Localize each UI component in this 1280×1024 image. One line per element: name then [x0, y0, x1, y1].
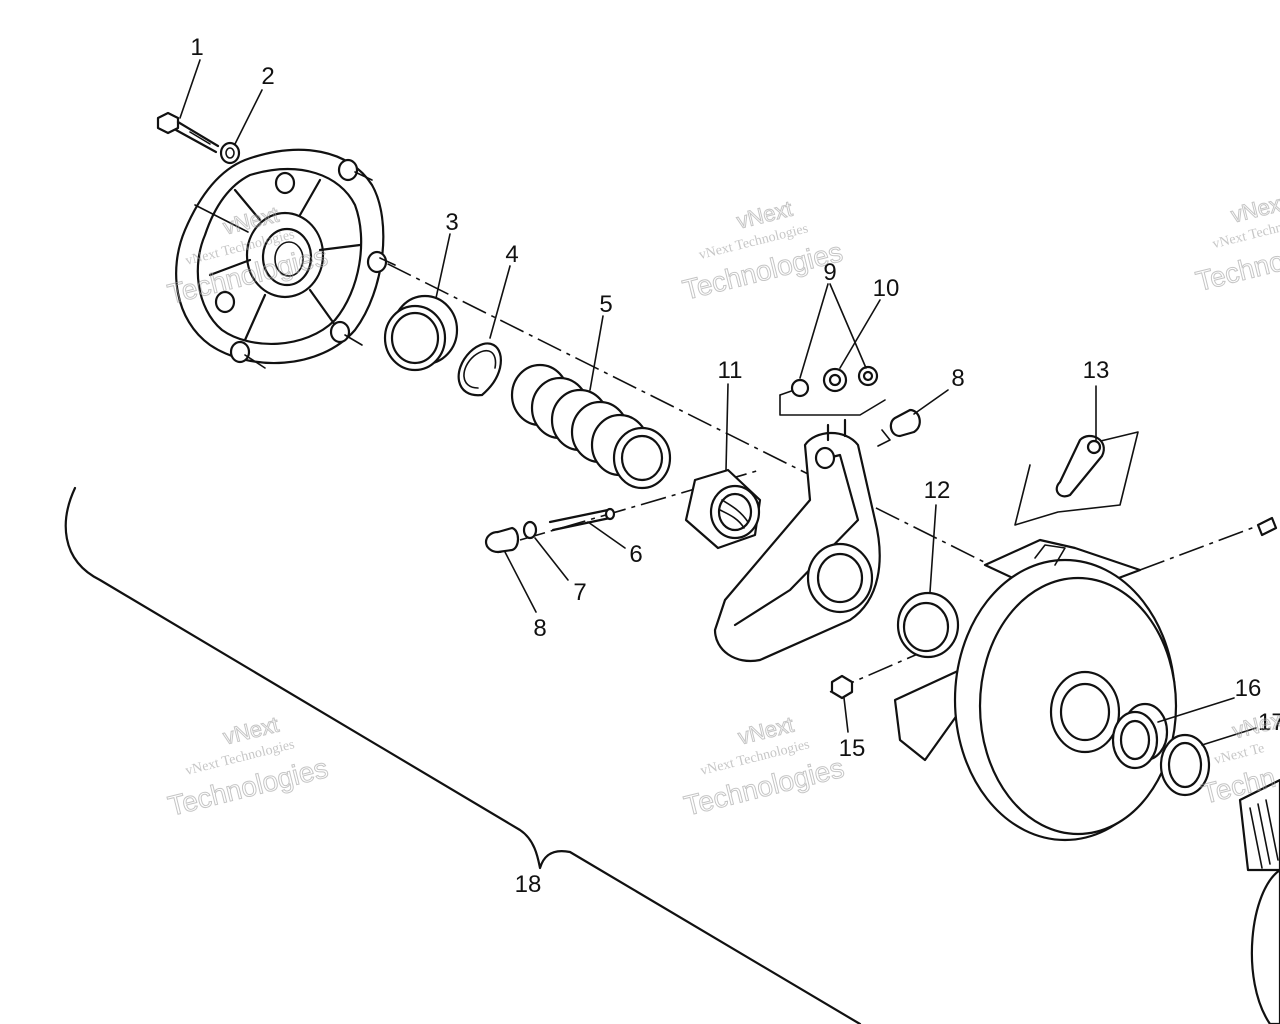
- part-thrust-washer: [896, 591, 960, 659]
- label-part-3: 3: [445, 209, 458, 236]
- watermark-6-top: vNext: [1230, 706, 1280, 744]
- label-part-5: 5: [599, 291, 612, 318]
- part-cover: [175, 148, 396, 369]
- label-part-15: 15: [839, 735, 866, 762]
- part-roller: [877, 408, 921, 447]
- part-sheave-bushing: [1111, 702, 1169, 770]
- part-weight-arm: [713, 418, 881, 663]
- part-clip: [1014, 431, 1139, 526]
- label-part-7: 7: [573, 579, 586, 606]
- label-part-12: 12: [924, 477, 951, 504]
- part-o-ring: [522, 520, 538, 540]
- part-washer: [219, 141, 241, 165]
- assembly-brace: [64, 486, 862, 1024]
- watermark-4: vNext vNext Technologies Technologies: [164, 711, 331, 822]
- label-part-13: 13: [1083, 357, 1110, 384]
- part-moveable-sheave: [893, 538, 1178, 842]
- watermark-3: vNext vNext Techn Technolo: [1192, 189, 1280, 297]
- part-weight-hardware: [779, 365, 886, 416]
- part-spring: [510, 363, 672, 490]
- part-spider: [684, 468, 762, 550]
- label-part-8-left: 8: [533, 615, 546, 642]
- part-snap-ring: [457, 342, 502, 397]
- part-labels: 1 2 3 4 5 6 7 8 9 10 11 8 13 12 15 16 17…: [190, 34, 1280, 898]
- leader-lines: [179, 59, 1257, 746]
- part-bolt: [156, 111, 220, 154]
- part-nut: [830, 674, 854, 700]
- label-part-17: 17: [1258, 709, 1280, 736]
- label-part-6: 6: [629, 541, 642, 568]
- part-button: [484, 526, 520, 554]
- label-part-9: 9: [823, 259, 836, 286]
- label-part-8-right: 8: [951, 365, 964, 392]
- label-part-10: 10: [873, 275, 900, 302]
- label-part-2: 2: [261, 63, 274, 90]
- label-part-1: 1: [190, 34, 203, 61]
- label-part-11: 11: [718, 357, 743, 384]
- label-part-18: 18: [515, 871, 542, 898]
- label-part-4: 4: [505, 241, 518, 268]
- part-bushing: [383, 294, 459, 372]
- watermark-5: vNext vNext Technologies Technologies: [680, 711, 847, 822]
- part-seal: [1159, 733, 1211, 797]
- watermark-2: vNext vNext Technologies Technologies: [679, 195, 846, 306]
- part-pin: [548, 507, 616, 532]
- watermark-3-big: Technolo: [1193, 240, 1280, 297]
- label-part-16: 16: [1235, 675, 1262, 702]
